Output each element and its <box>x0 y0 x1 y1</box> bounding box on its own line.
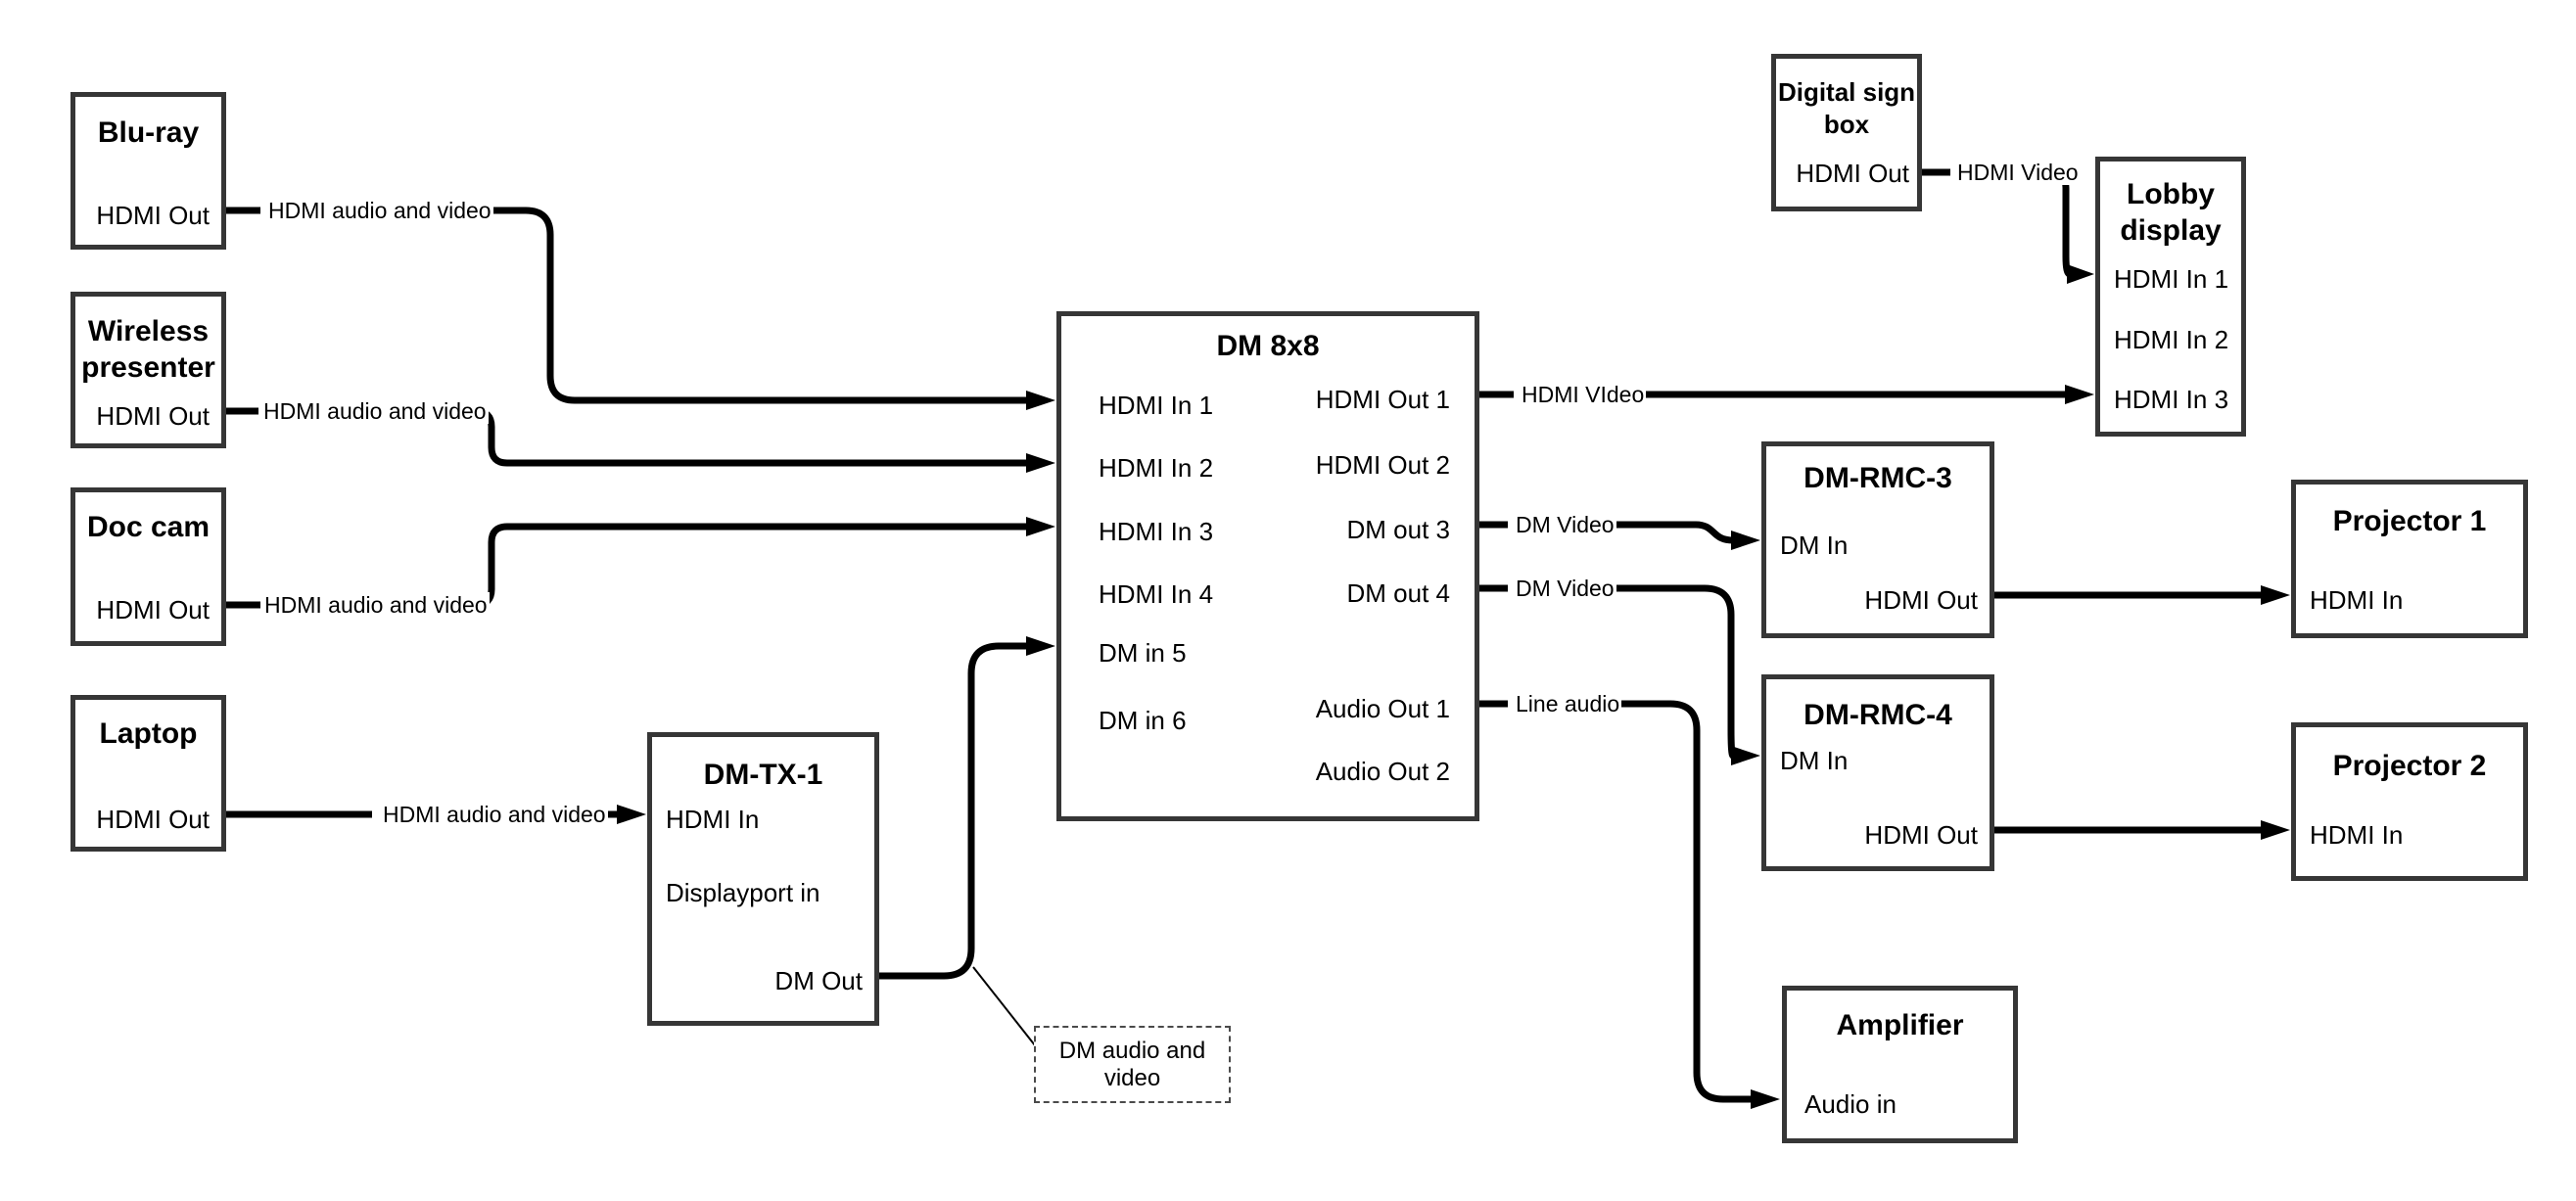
annotation-callout-line <box>972 966 1036 1046</box>
node-wireless-presenter: Wireless presenter HDMI Out <box>70 292 226 448</box>
port-hdmi-out: HDMI Out <box>1796 159 1909 188</box>
node-title: DM-TX-1 <box>703 759 823 791</box>
port-hdmi-in: HDMI In <box>666 805 760 834</box>
port-hdmi-in-2: HDMI In 2 <box>1099 453 1214 483</box>
connector-digitalsign-lobby-2 <box>2049 168 2072 278</box>
port-audio-out-1: Audio Out 1 <box>1315 694 1450 723</box>
connection-label-hdmi-video-sign: HDMI Video <box>1955 160 2081 185</box>
connection-label-hdmi-av-3: HDMI audio and video <box>262 592 490 618</box>
port-dm-out-4: DM out 4 <box>1346 578 1451 608</box>
arrow-icon <box>617 805 646 824</box>
node-title: DM-RMC-3 <box>1803 462 1952 494</box>
port-audio-in: Audio in <box>1804 1089 1897 1119</box>
connection-label-hdmi-video-out1: HDMI VIdeo <box>1520 382 1647 407</box>
arrow-icon <box>1751 1089 1780 1109</box>
node-title: DM-RMC-4 <box>1803 699 1952 731</box>
node-title: Projector 1 <box>2332 505 2487 537</box>
node-title: Lobby display <box>2120 178 2222 247</box>
node-title: Laptop <box>99 717 198 750</box>
port-hdmi-out: HDMI Out <box>96 805 210 834</box>
port-hdmi-out: HDMI Out <box>96 401 210 431</box>
connector-doccam-dm8x8-2 <box>475 523 1028 609</box>
node-digital-sign-box: Digital sign box HDMI Out <box>1771 54 1922 211</box>
connection-label-line-audio: Line audio <box>1514 691 1622 716</box>
node-projector-1: Projector 1 HDMI In <box>2291 480 2528 638</box>
node-title: Blu-ray <box>97 116 200 149</box>
port-hdmi-in-1: HDMI In 1 <box>2114 264 2229 294</box>
port-hdmi-out: HDMI Out <box>96 201 210 230</box>
node-title: Doc cam <box>86 511 211 543</box>
node-laptop: Laptop HDMI Out <box>70 695 226 852</box>
arrow-icon <box>2065 385 2094 404</box>
arrow-icon <box>2261 820 2290 840</box>
port-hdmi-out-2: HDMI Out 2 <box>1315 450 1450 480</box>
port-dm-out-3: DM out 3 <box>1346 515 1451 544</box>
arrow-icon <box>2067 264 2094 284</box>
node-dm-rmc-3: DM-RMC-3 DM In HDMI Out <box>1761 441 1994 638</box>
connector-dm8x8-rmc4-2 <box>1606 584 1737 760</box>
connector-dm8x8-rmc3-2 <box>1606 521 1734 544</box>
node-lobby-display: Lobby display HDMI In 1 HDMI In 2 HDMI I… <box>2095 157 2246 437</box>
port-hdmi-in-2: HDMI In 2 <box>2114 325 2229 354</box>
arrow-icon <box>1731 531 1760 550</box>
port-displayport-in: Displayport in <box>666 878 820 907</box>
annotation-text: DM audio and video <box>1058 1037 1206 1091</box>
node-title: Digital sign box <box>1777 77 1916 139</box>
arrow-icon <box>1731 746 1760 765</box>
connection-label-hdmi-av-4: HDMI audio and video <box>381 802 608 827</box>
port-hdmi-in: HDMI In <box>2310 585 2404 615</box>
port-dm-out: DM Out <box>774 966 863 995</box>
connector-wireless-dm8x8-2 <box>475 407 1028 467</box>
node-dm-rmc-4: DM-RMC-4 DM In HDMI Out <box>1761 674 1994 871</box>
arrowheads <box>617 264 2290 1109</box>
connection-label-hdmi-av-2: HDMI audio and video <box>261 398 489 424</box>
port-dm-in-6: DM in 6 <box>1099 706 1187 735</box>
port-dm-in-5: DM in 5 <box>1099 638 1187 668</box>
node-projector-2: Projector 2 HDMI In <box>2291 722 2528 881</box>
arrow-icon <box>1026 391 1055 410</box>
port-dm-in: DM In <box>1780 746 1849 775</box>
port-hdmi-out: HDMI Out <box>1864 820 1978 850</box>
port-hdmi-out-1: HDMI Out 1 <box>1315 385 1450 414</box>
port-hdmi-out: HDMI Out <box>1864 585 1978 615</box>
connector-dmtx1-dm8x8 <box>879 642 1028 980</box>
connector-bluray-dm8x8-2 <box>480 207 1028 404</box>
node-dm-8x8: DM 8x8 HDMI In 1 HDMI In 2 HDMI In 3 HDM… <box>1056 311 1479 821</box>
node-doc-cam: Doc cam HDMI Out <box>70 487 226 646</box>
connection-label-hdmi-av-1: HDMI audio and video <box>266 198 493 223</box>
node-title: Wireless presenter <box>81 315 215 384</box>
port-audio-out-2: Audio Out 2 <box>1315 757 1450 786</box>
annotation-dm-audio-video: DM audio and video <box>1034 1026 1231 1103</box>
port-hdmi-in-1: HDMI In 1 <box>1099 391 1214 420</box>
arrow-icon <box>1026 453 1055 473</box>
node-title: Amplifier <box>1836 1009 1964 1041</box>
node-amplifier: Amplifier Audio in <box>1782 986 2018 1143</box>
arrow-icon <box>1026 636 1055 656</box>
port-dm-in: DM In <box>1780 531 1849 560</box>
port-hdmi-out: HDMI Out <box>96 595 210 624</box>
node-dm-tx-1: DM-TX-1 HDMI In Displayport in DM Out <box>647 732 879 1026</box>
node-title: Projector 2 <box>2332 750 2487 782</box>
connector-dm8x8-amplifier-2 <box>1616 700 1753 1103</box>
arrow-icon <box>1026 517 1055 536</box>
port-hdmi-in: HDMI In <box>2310 820 2404 850</box>
connection-label-dm-video-3: DM Video <box>1514 512 1616 537</box>
node-title: DM 8x8 <box>1216 330 1320 362</box>
node-bluray: Blu-ray HDMI Out <box>70 92 226 250</box>
arrow-icon <box>2261 585 2290 605</box>
port-hdmi-in-3: HDMI In 3 <box>1099 517 1214 546</box>
port-hdmi-in-3: HDMI In 3 <box>2114 385 2229 414</box>
port-hdmi-in-4: HDMI In 4 <box>1099 579 1214 609</box>
connection-label-dm-video-4: DM Video <box>1514 576 1616 601</box>
